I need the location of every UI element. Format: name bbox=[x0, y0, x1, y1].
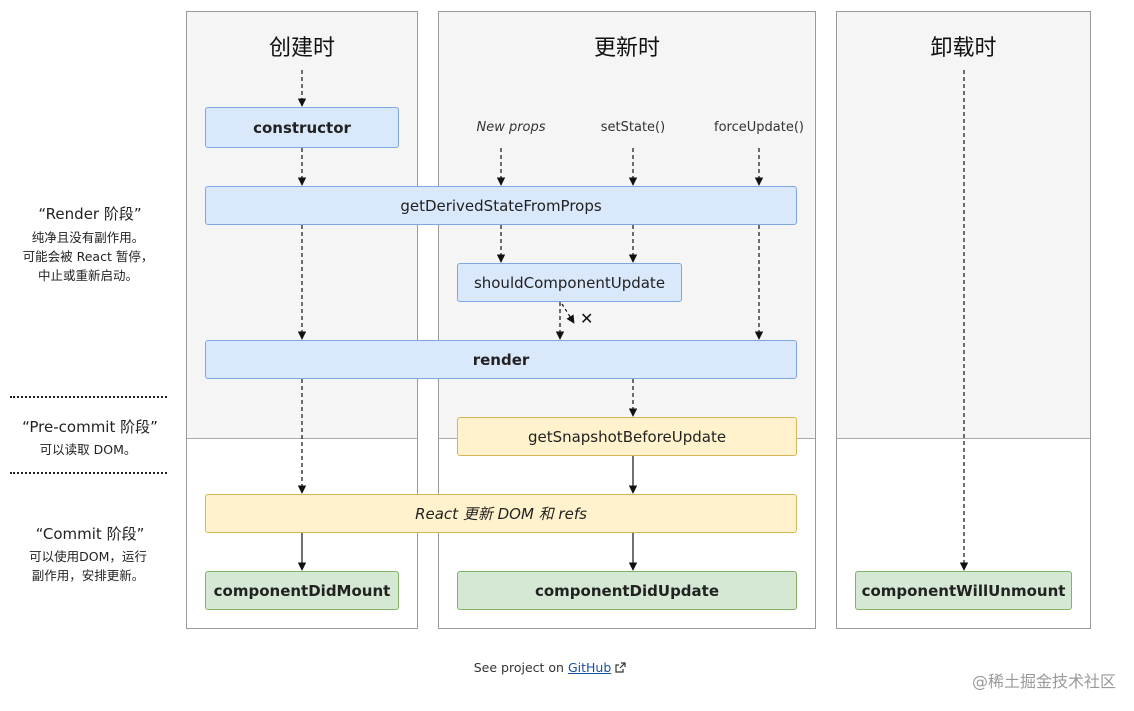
component-did-update-node: componentDidUpdate bbox=[457, 571, 797, 610]
get-derived-state-node: getDerivedStateFromProps bbox=[205, 186, 797, 225]
render-stage-title: “Render 阶段” bbox=[38, 205, 142, 223]
react-update-dom-node: React 更新 DOM 和 refs bbox=[205, 494, 797, 533]
arrow-should-cancel bbox=[561, 303, 575, 324]
commit-stage-title: “Commit 阶段” bbox=[35, 525, 145, 543]
unmount-column-title: 卸载时 bbox=[930, 36, 997, 61]
unmount-divider bbox=[837, 438, 1090, 439]
trigger-new-props: New props bbox=[476, 120, 546, 135]
get-snapshot-node: getSnapshotBeforeUpdate bbox=[457, 417, 797, 456]
constructor-node: constructor bbox=[205, 107, 399, 148]
precommit-stage-desc-1: 可以读取 DOM。 bbox=[39, 442, 137, 457]
should-component-update-node: shouldComponentUpdate bbox=[457, 263, 682, 302]
render-stage-desc-3: 中止或重新启动。 bbox=[37, 268, 138, 283]
mount-column-title: 创建时 bbox=[268, 36, 335, 61]
precommit-stage-title: “Pre-commit 阶段” bbox=[22, 418, 158, 436]
cancel-x-icon: ✕ bbox=[580, 309, 594, 328]
external-link-icon bbox=[615, 660, 626, 675]
render-stage-desc-2: 可能会被 React 暂停， bbox=[22, 249, 154, 264]
update-column-title: 更新时 bbox=[593, 36, 660, 61]
stage-separator-2 bbox=[10, 472, 167, 474]
footer-prefix: See project on bbox=[473, 660, 564, 675]
watermark: @稀土掘金技术社区 bbox=[971, 672, 1116, 691]
render-stage-desc-1: 纯净且没有副作用。 bbox=[31, 230, 145, 245]
github-link[interactable]: GitHub bbox=[567, 660, 612, 675]
trigger-force-update: forceUpdate() bbox=[714, 120, 804, 135]
trigger-set-state: setState() bbox=[600, 120, 666, 135]
footer: See project on GitHub bbox=[0, 660, 1100, 675]
commit-stage-desc-1: 可以使用DOM，运行 bbox=[29, 549, 147, 564]
component-will-unmount-node: componentWillUnmount bbox=[855, 571, 1072, 610]
component-did-mount-node: componentDidMount bbox=[205, 571, 399, 610]
render-node: render bbox=[205, 340, 797, 379]
commit-stage-desc-2: 副作用，安排更新。 bbox=[31, 568, 145, 583]
stage-separator-1 bbox=[10, 396, 167, 398]
